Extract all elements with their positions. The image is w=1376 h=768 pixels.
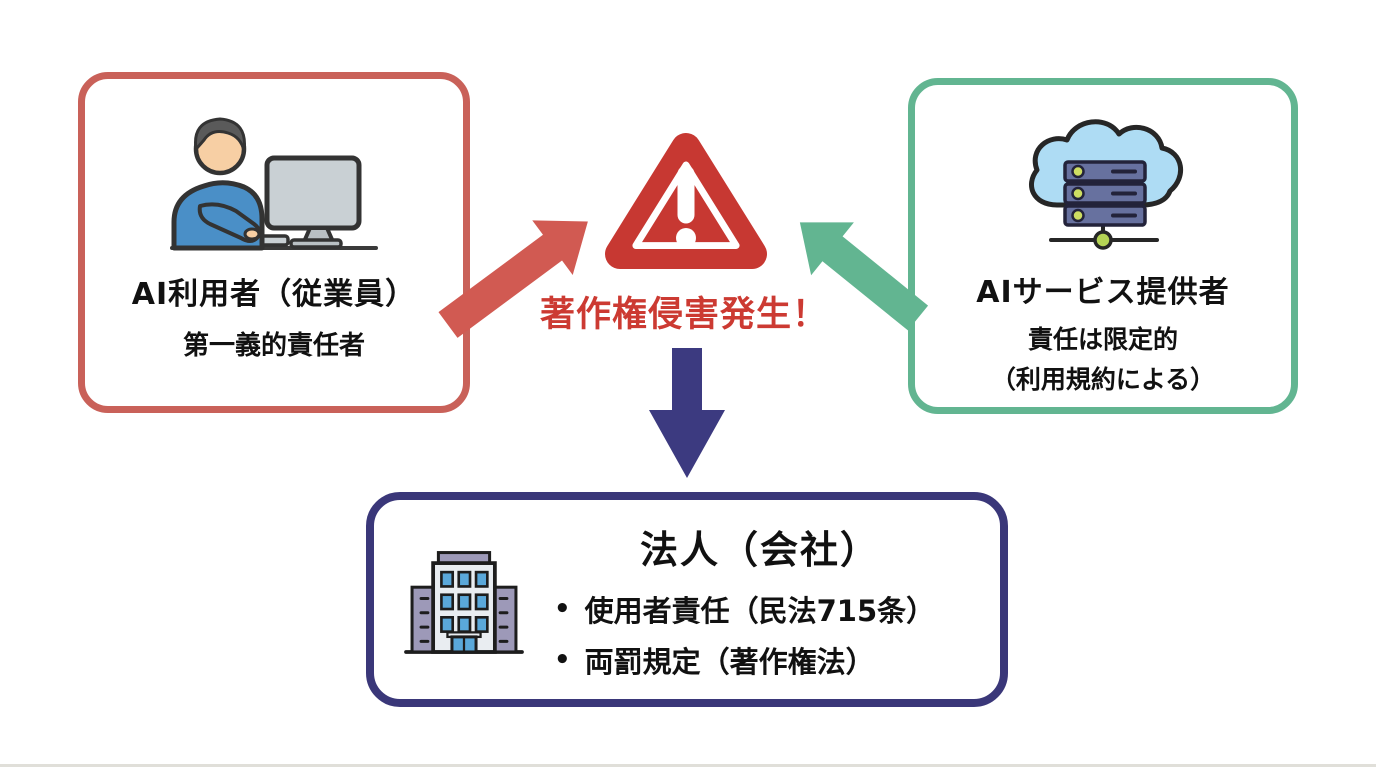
company-bullet-2-text: 両罰規定（著作権法） <box>584 644 875 679</box>
ai-provider-box: AIサービス提供者 責任は限定的 （利用規約による） <box>908 78 1298 414</box>
bullet-dot: • <box>554 644 571 675</box>
bullet-dot: • <box>554 593 571 624</box>
ai-provider-subtitle-1: 責任は限定的 <box>1027 325 1178 354</box>
ai-provider-subtitle-2: （利用規約による） <box>990 364 1216 394</box>
company-bullet-1-text: 使用者責任（民法715条） <box>584 593 936 628</box>
warning-label: 著作権侵害発生！ <box>539 295 828 335</box>
ai-provider-title: AIサービス提供者 <box>976 275 1230 310</box>
person-at-computer-icon <box>170 117 378 251</box>
ai-user-subtitle: 第一義的責任者 <box>182 331 365 361</box>
warning-triangle-icon <box>600 118 772 272</box>
cloud-server-icon <box>1029 119 1184 250</box>
office-building-icon <box>404 550 524 654</box>
image-bottom-edge <box>0 764 1376 767</box>
ai-user-box: AI利用者（従業員） 第一義的責任者 <box>78 72 470 413</box>
arrow-warning-to-company <box>649 348 725 478</box>
ai-user-title: AI利用者（従業員） <box>131 277 417 312</box>
company-title: 法人（会社） <box>639 527 880 572</box>
company-text-block: 法人（会社） • 使用者責任（民法715条） • 両罰規定（著作権法） <box>542 519 978 681</box>
company-bullet-1: • 使用者責任（民法715条） <box>554 588 935 630</box>
company-box: 法人（会社） • 使用者責任（民法715条） • 両罰規定（著作権法） <box>366 492 1008 707</box>
company-bullet-list: • 使用者責任（民法715条） • 両罰規定（著作権法） <box>554 588 935 681</box>
company-bullet-2: • 両罰規定（著作権法） <box>554 639 935 681</box>
exclamation-dot <box>676 228 696 248</box>
